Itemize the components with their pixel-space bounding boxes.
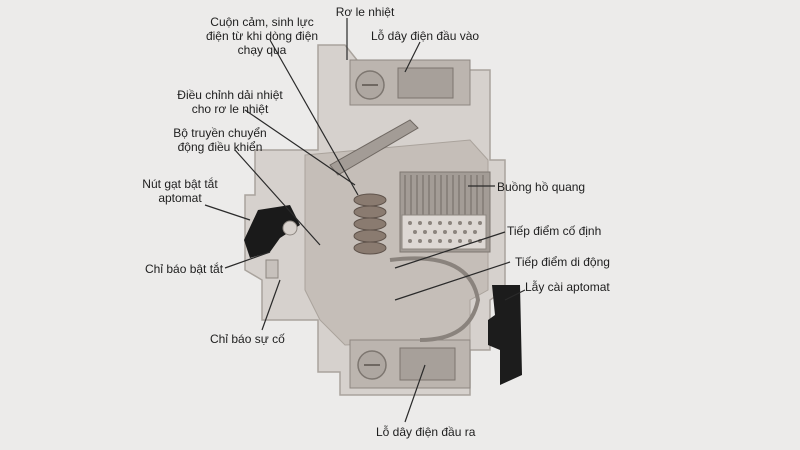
label-on-off-indicator-text: Chỉ báo bật tắt (145, 262, 223, 276)
label-fault-indicator-text: Chỉ báo sự cố (210, 332, 285, 346)
leader-toggle-knob (205, 205, 250, 220)
input-terminal-hole (398, 68, 453, 98)
output-terminal-hole (400, 348, 455, 380)
label-din-latch-text: Lẫy cài aptomat (525, 280, 610, 294)
label-toggle-knob-text: Nút gạt bật tắt aptomat (142, 177, 217, 205)
electromagnetic-coil (354, 194, 386, 254)
label-toggle-knob: Nút gạt bật tắt aptomat (142, 177, 217, 205)
label-din-latch: Lẫy cài aptomat (525, 280, 610, 294)
label-thermal-relay-text: Rơ le nhiệt (336, 5, 395, 19)
label-thermal-adjust: Điều chỉnh dải nhiệt cho rơ le nhiệt (177, 88, 282, 116)
label-input-terminal: Lỗ dây điện đầu vào (371, 29, 479, 43)
label-moving-contact: Tiếp điểm di động (515, 255, 610, 269)
label-coil-text: Cuộn cảm, sinh lực điện từ khi dòng điện… (206, 15, 318, 57)
arc-chamber (400, 172, 490, 252)
label-on-off-indicator: Chỉ báo bật tắt (145, 262, 223, 276)
label-fault-indicator: Chỉ báo sự cố (210, 332, 285, 346)
on-off-indicator (266, 260, 278, 278)
label-actuator-text: Bộ truyền chuyển động điều khiển (173, 126, 266, 154)
label-fixed-contact: Tiếp điểm cố định (507, 224, 601, 238)
label-arc-chamber-text: Buồng hồ quang (497, 180, 585, 194)
label-output-terminal-text: Lỗ dây điện đầu ra (376, 425, 475, 439)
label-thermal-adjust-text: Điều chỉnh dải nhiệt cho rơ le nhiệt (177, 88, 282, 116)
label-input-terminal-text: Lỗ dây điện đầu vào (371, 29, 479, 43)
label-arc-chamber: Buồng hồ quang (497, 180, 585, 194)
label-coil: Cuộn cảm, sinh lực điện từ khi dòng điện… (206, 15, 318, 57)
label-fixed-contact-text: Tiếp điểm cố định (507, 224, 601, 238)
label-output-terminal: Lỗ dây điện đầu ra (376, 425, 475, 439)
label-actuator: Bộ truyền chuyển động điều khiển (173, 126, 266, 154)
label-thermal-relay: Rơ le nhiệt (336, 5, 395, 19)
label-moving-contact-text: Tiếp điểm di động (515, 255, 610, 269)
